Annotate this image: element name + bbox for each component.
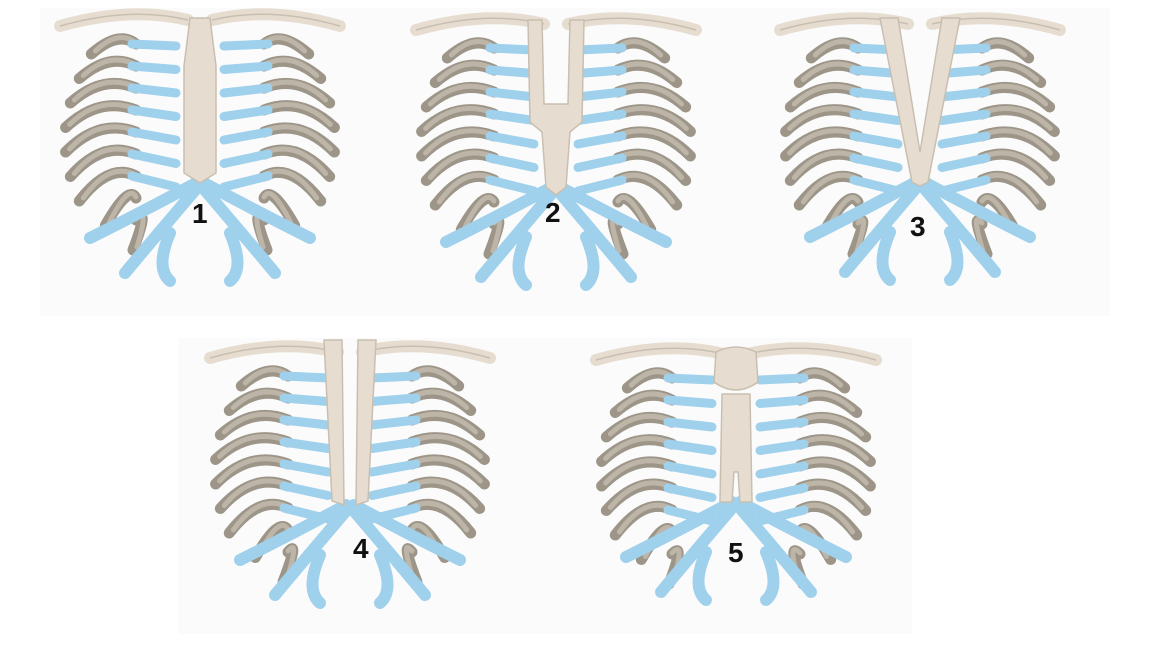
costal-cartilage [942,114,986,121]
rib-cage-figure-1 [50,8,350,293]
costal-cartilage [760,422,804,427]
costal-cartilage [284,398,328,402]
costal-cartilage [132,110,176,117]
costal-cartilage [284,442,328,449]
costal-cartilage [132,88,176,93]
costal-cartilage [578,48,622,50]
costal-cartilage [760,378,804,380]
costal-cartilage [490,114,534,121]
costal-cartilage [284,486,328,496]
rib-cage-drawing [50,8,350,293]
sternum [184,18,216,183]
costal-cartilage [132,154,176,164]
costal-cartilage [372,398,416,402]
costal-cartilage [224,132,268,140]
costal-cartilage [490,180,534,191]
costal-cartilage [668,422,712,427]
costal-cartilage [490,70,534,74]
costal-cartilage [284,420,328,425]
costal-cartilage [132,66,176,70]
costal-cartilage [578,92,622,97]
costal-cartilage [490,92,534,97]
figure-label-5: 5 [728,539,744,567]
costal-cartilage [284,464,328,472]
costal-cartilage [490,158,534,168]
costal-cartilage [578,114,622,121]
costal-cartilage [372,420,416,425]
costal-cartilage [854,158,898,168]
costal-cartilage [284,376,328,378]
costal-cartilage [760,488,804,498]
costal-cartilage [578,180,622,191]
rib-cage-figure-5 [586,342,886,617]
costal-cartilage [578,136,622,144]
figure-label-1: 1 [192,200,208,228]
costal-cartilage [760,466,804,474]
costal-cartilage [668,444,712,451]
costal-cartilage [668,400,712,404]
costal-cartilage [942,92,986,97]
costal-cartilage [372,442,416,449]
rib-cage-drawing [586,342,886,617]
rib-cage-drawing [768,12,1068,302]
costal-cartilage [668,466,712,474]
costal-cartilage [132,132,176,140]
costal-cartilage [578,158,622,168]
costal-cartilage [578,70,622,74]
costal-cartilage [490,136,534,144]
costal-cartilage [760,400,804,404]
costal-cartilage [224,88,268,93]
costal-cartilage [668,378,712,380]
rib-cage-figure-2 [406,12,706,297]
costal-cartilage [224,44,268,46]
sternum [714,347,758,502]
costal-cartilage [132,176,176,187]
rib-cage-figure-4 [200,340,500,615]
costal-cartilage [854,92,898,97]
figure-label-2: 2 [545,199,561,227]
rib-cage-figure-3 [768,12,1068,302]
costal-cartilage [854,136,898,144]
costal-cartilage [372,464,416,472]
costal-cartilage [224,176,268,187]
costal-cartilage [372,376,416,378]
costal-cartilage [132,44,176,46]
costal-cartilage [224,154,268,164]
costal-cartilage [760,444,804,451]
costal-cartilage [224,66,268,70]
costal-cartilage [668,488,712,498]
costal-cartilage [490,48,534,50]
costal-cartilage [942,136,986,144]
figure-label-4: 4 [353,535,369,563]
costal-cartilage [854,114,898,121]
costal-cartilage [372,486,416,496]
costal-cartilage [942,158,986,168]
rib-cage-drawing [406,12,706,297]
figure-label-3: 3 [910,213,926,241]
sternum [880,18,960,186]
rib-cage-drawing [200,340,500,615]
costal-cartilage [224,110,268,117]
